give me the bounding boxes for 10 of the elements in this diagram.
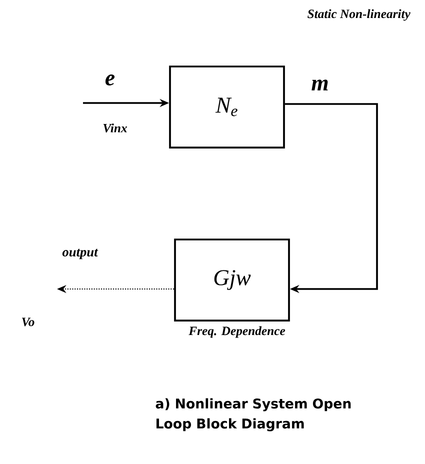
annotation-label: Vo <box>22 318 34 326</box>
edge-label: output <box>62 248 98 260</box>
edge-label: m <box>312 80 328 90</box>
annotation-label: Vinx <box>103 124 128 132</box>
block-box: N$_{e}$ <box>169 66 285 148</box>
annotation-label: Static Non-linearity <box>308 9 410 21</box>
edge-label: e <box>106 74 115 86</box>
block-box: Gjw <box>174 238 290 322</box>
caption: a) Nonlinear System Open Loop Block Diagram <box>156 398 351 432</box>
arrow <box>284 103 378 294</box>
